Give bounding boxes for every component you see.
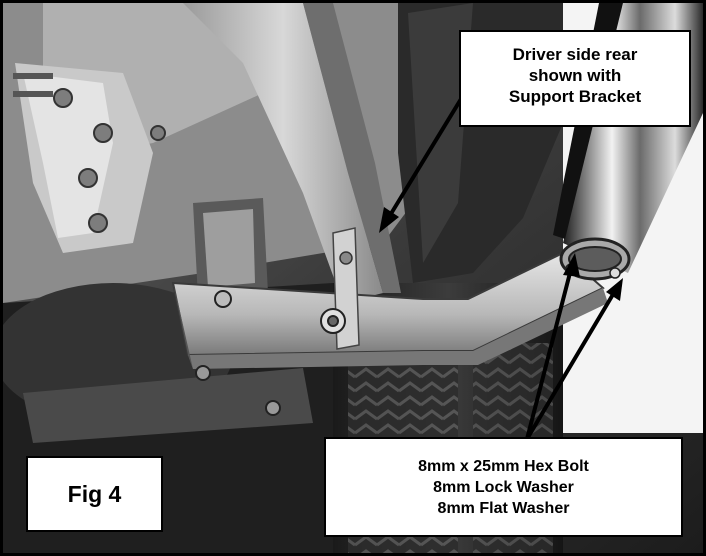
- callout-top-line-1: Driver side rear: [512, 45, 638, 64]
- undercarriage-photo: [3, 3, 703, 553]
- callout-top-line-2: shown with: [528, 66, 622, 85]
- callout-hardware-list: 8mm x 25mm Hex Bolt 8mm Lock Washer 8mm …: [324, 437, 683, 537]
- callout-bottom-line-3: 8mm Flat Washer: [437, 500, 570, 517]
- callout-bottom-line-1: 8mm x 25mm Hex Bolt: [418, 458, 589, 475]
- figure-label-text: Fig 4: [67, 481, 122, 507]
- callout-driver-side-rear: Driver side rear shown with Support Brac…: [459, 30, 691, 127]
- callout-top-line-3: Support Bracket: [508, 87, 642, 106]
- figure-label: Fig 4: [26, 456, 163, 532]
- callout-bottom-line-2: 8mm Lock Washer: [433, 479, 574, 496]
